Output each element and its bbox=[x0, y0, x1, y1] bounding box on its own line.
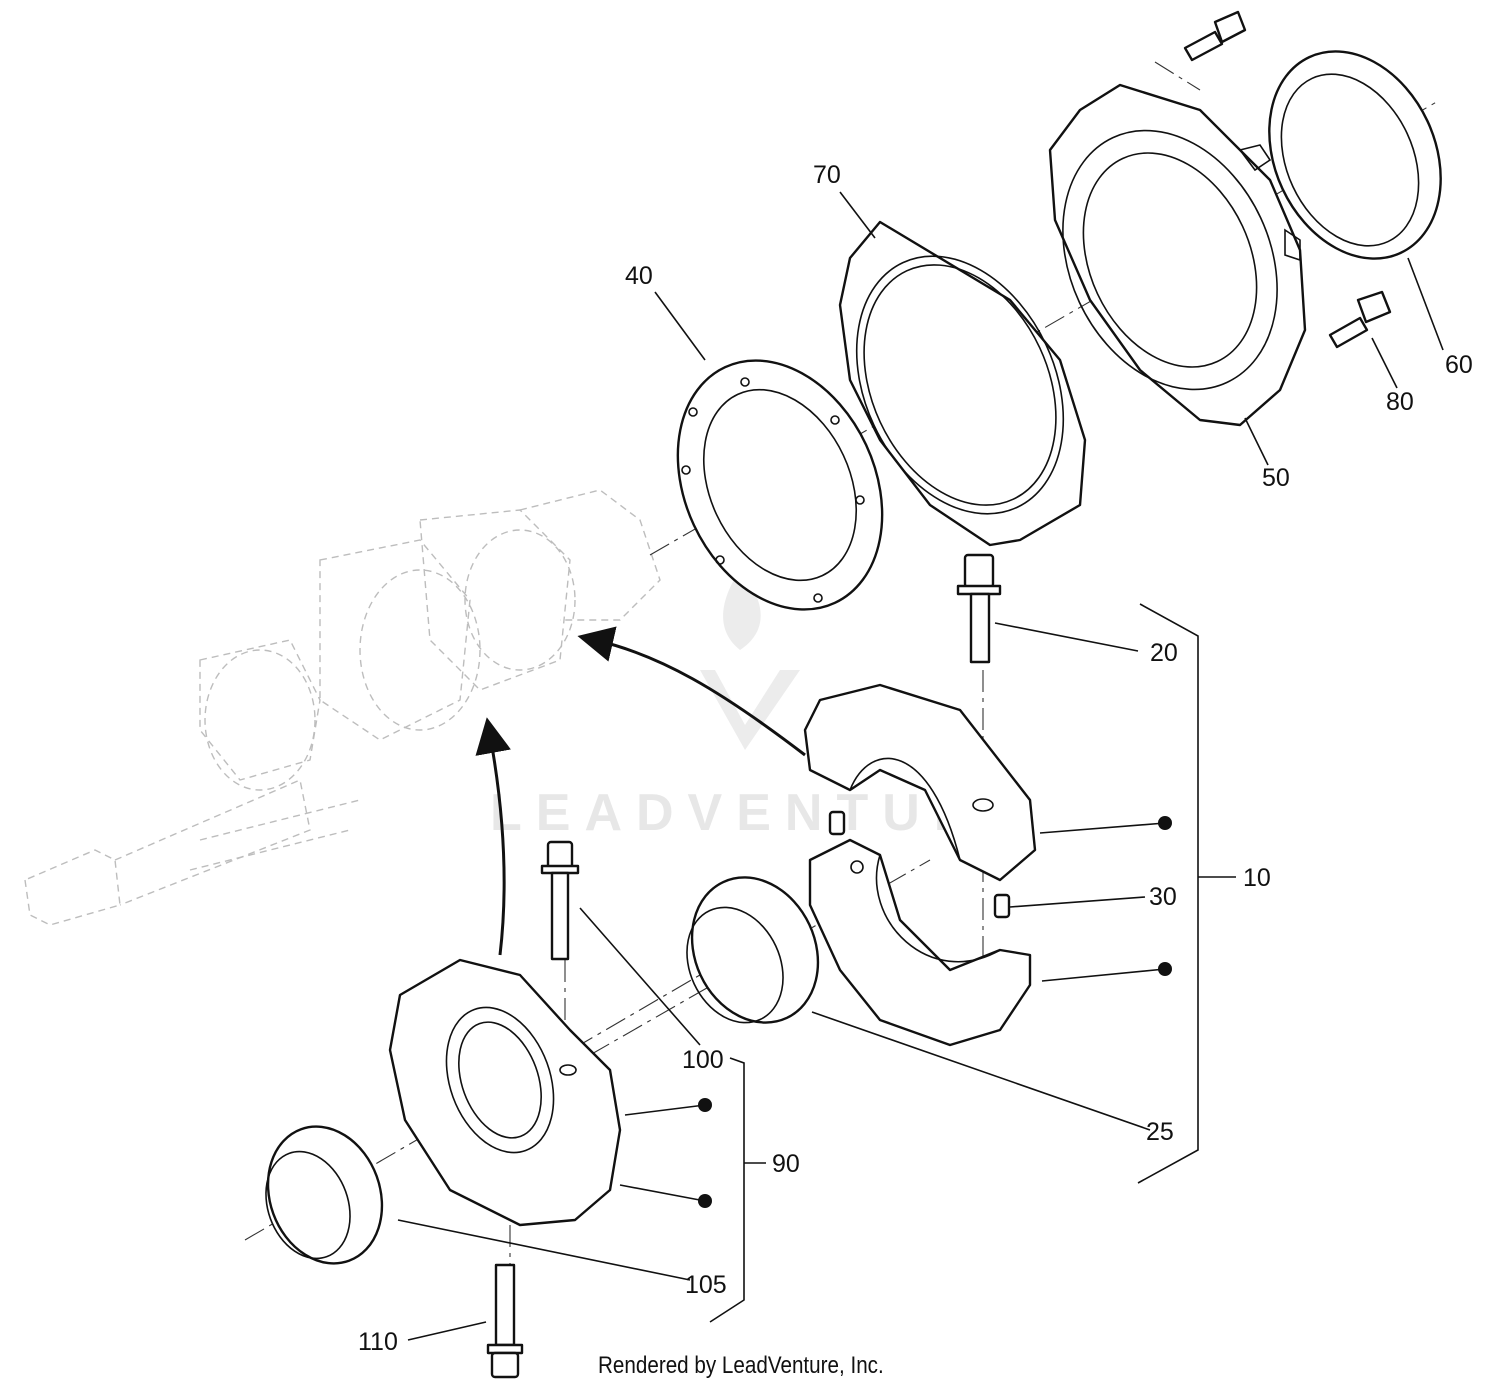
part-70-gasket-plate bbox=[838, 220, 1087, 547]
part-10-upper-cap bbox=[803, 683, 1037, 882]
callout-70: 70 bbox=[813, 161, 841, 189]
callout-50: 50 bbox=[1262, 464, 1290, 492]
callout-10: 10 bbox=[1243, 864, 1271, 892]
bullet-dot bbox=[698, 1194, 712, 1208]
callout-110: 110 bbox=[358, 1328, 398, 1356]
part-10-lower-cap bbox=[808, 838, 1032, 1047]
render-credit: Rendered by LeadVenture, Inc. bbox=[598, 1352, 884, 1379]
bullet-dot bbox=[1158, 816, 1172, 830]
callout-30: 30 bbox=[1149, 883, 1177, 911]
part-80-bolts bbox=[1183, 10, 1392, 349]
part-25-bushing bbox=[686, 876, 820, 1024]
callout-100: 100 bbox=[682, 1046, 724, 1074]
callout-25: 25 bbox=[1146, 1118, 1174, 1146]
part-40-gasket bbox=[676, 359, 884, 611]
assembly-arrow-upper bbox=[577, 626, 806, 757]
part-30-dowels bbox=[828, 810, 1011, 919]
part-90-support bbox=[388, 958, 622, 1227]
callout-60: 60 bbox=[1445, 351, 1473, 379]
part-20-bolt bbox=[956, 553, 1002, 664]
bullet-markers bbox=[698, 816, 1172, 1208]
bullet-dot bbox=[698, 1098, 712, 1112]
crankshaft-ghost bbox=[24, 489, 661, 926]
part-100-bolt bbox=[540, 840, 580, 961]
callout-80: 80 bbox=[1386, 388, 1414, 416]
callout-40: 40 bbox=[625, 262, 653, 290]
assembly-arrow-lower bbox=[475, 717, 511, 956]
callout-labels: 40 70 50 60 80 20 30 10 25 100 90 105 11… bbox=[358, 161, 1473, 1356]
part-105-bushing bbox=[265, 1125, 384, 1265]
part-50-housing bbox=[1048, 83, 1307, 427]
part-60-seal bbox=[1268, 50, 1442, 260]
callout-20: 20 bbox=[1150, 639, 1178, 667]
callout-105: 105 bbox=[685, 1271, 727, 1299]
leader-lines bbox=[397, 191, 1444, 1341]
bullet-dot bbox=[1158, 962, 1172, 976]
part-110-bolt bbox=[486, 1263, 524, 1379]
callout-90: 90 bbox=[772, 1150, 800, 1178]
